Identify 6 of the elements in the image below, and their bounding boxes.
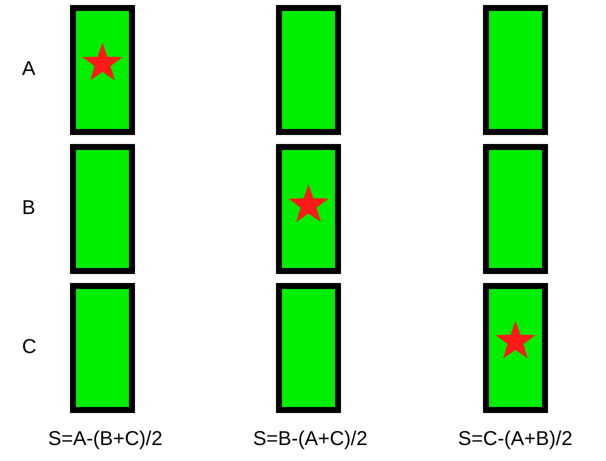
formula-label: S=C-(A+B)/2 xyxy=(458,428,572,451)
row-label: C xyxy=(22,336,36,359)
formula-label: S=A-(B+C)/2 xyxy=(48,428,162,451)
formula-label: S=B-(A+C)/2 xyxy=(253,428,368,451)
row-label: B xyxy=(22,197,36,220)
row-label: A xyxy=(22,58,36,81)
